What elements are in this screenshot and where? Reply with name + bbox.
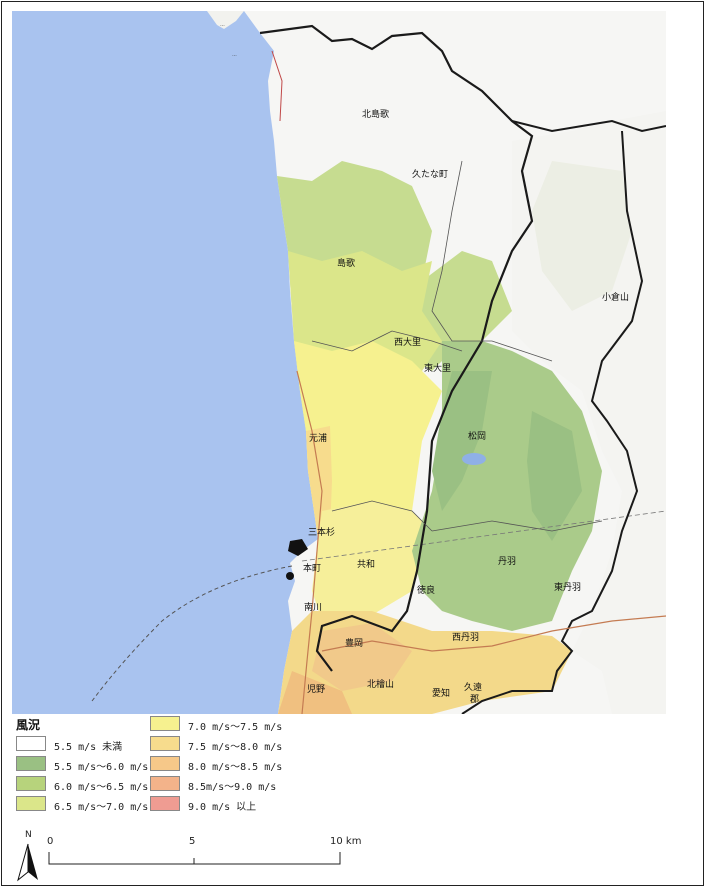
legend-label: 9.0 m/s 以上: [188, 802, 257, 813]
place-higashiozato: 東大里: [424, 364, 452, 374]
harbor-structure: [288, 539, 308, 556]
place-kita-shimauta: 北島歌: [362, 110, 390, 120]
legend-item: 7.5 m/s～8.0 m/s: [150, 736, 300, 753]
zone-east-hills: [532, 161, 632, 311]
legend-swatch: [150, 716, 180, 731]
boundary-east: [461, 130, 644, 714]
legend-swatch: [150, 756, 180, 771]
boundary-district-2: [331, 500, 433, 532]
route-line-east: [301, 510, 666, 562]
place-shojiyama: 小倉山: [602, 293, 630, 303]
coast-label-2: ···: [232, 53, 237, 59]
wind-map[interactable]: ··· ··· 北島歌 久たな町 島歌 小倉山 西大里 東大里 元浦 松岡 三本…: [12, 11, 666, 714]
place-motomachi: 本町: [303, 564, 322, 574]
legend-swatch: [150, 776, 180, 791]
legend-label: 8.0 m/s～8.5 m/s: [188, 762, 283, 773]
place-shimauta: 島歌: [337, 259, 356, 269]
scale-bar-graphic: [48, 852, 341, 865]
ferry-route: [91, 565, 293, 702]
north-label: N: [25, 830, 32, 840]
scale-tick-10: 10 km: [330, 836, 362, 847]
legend-label: 7.5 m/s～8.0 m/s: [188, 742, 283, 753]
place-higashi-niwa: 東丹羽: [554, 583, 582, 593]
place-kita-hiyama: 北檜山: [367, 680, 395, 690]
place-aichi: 愛知: [432, 689, 451, 699]
scale-tick-0: 0: [47, 836, 54, 847]
north-arrow-icon: [17, 843, 38, 882]
scale-tick-5: 5: [189, 836, 196, 847]
legend-label: 5.5 m/s～6.0 m/s: [54, 762, 149, 773]
east-road: [321, 615, 666, 652]
zone-darkgreen-patch-2: [527, 411, 582, 541]
boundary-district-4: [431, 160, 553, 362]
legend-swatch: [16, 756, 46, 771]
legend-item: 5.5 m/s～6.0 m/s: [16, 756, 166, 773]
zone-orange-southwest: [278, 671, 352, 714]
place-kono: 児野: [307, 685, 326, 695]
lake: [462, 453, 486, 465]
zone-orange-south: [312, 623, 412, 691]
legend-title: 風況: [16, 718, 41, 732]
legend-swatch: [16, 796, 46, 811]
place-gun: 郡: [470, 695, 480, 705]
zone-yellow-plain: [312, 501, 432, 621]
scale-bar: 0 5 10 km: [22, 820, 382, 880]
legend-label: 6.5 m/s～7.0 m/s: [54, 802, 149, 813]
legend-item: 6.5 m/s～7.0 m/s: [16, 796, 166, 813]
place-kutanacho: 久たな町: [412, 170, 449, 180]
legend-swatch: [150, 796, 180, 811]
legend-item: 8.5m/s～9.0 m/s: [150, 776, 300, 793]
legend-item: 7.0 m/s～7.5 m/s: [150, 716, 300, 733]
legend-item: 8.0 m/s～8.5 m/s: [150, 756, 300, 773]
legend-label: 5.5 m/s 未満: [54, 742, 123, 753]
legend-label: 8.5m/s～9.0 m/s: [188, 782, 277, 793]
place-kyowa: 共和: [357, 560, 376, 570]
legend-swatch: [16, 736, 46, 751]
place-motoura: 元浦: [309, 434, 328, 444]
legend-item: 6.0 m/s～6.5 m/s: [16, 776, 166, 793]
wind-map-canvas: [12, 11, 666, 714]
place-minamikawa: 南川: [304, 603, 323, 613]
coastal-road: [296, 370, 323, 714]
wind-legend: 風況 5.5 m/s 未満 5.5 m/s～6.0 m/s 6.0 m/s～6.…: [16, 716, 316, 836]
place-hogo: 豊岡: [345, 639, 364, 649]
boundary-northeast: [511, 119, 666, 133]
place-sanbonsugi: 三本杉: [308, 528, 336, 538]
legend-label: 7.0 m/s～7.5 m/s: [188, 722, 283, 733]
place-nishiozato: 西大里: [394, 338, 422, 348]
boundary-district-3: [431, 520, 603, 532]
place-niwa: 丹羽: [498, 557, 517, 567]
place-tokura: 徳良: [417, 586, 436, 596]
coast-label-1: ···: [220, 23, 225, 29]
boundary-main: [259, 24, 534, 672]
legend-swatch: [16, 776, 46, 791]
legend-item: 5.5 m/s 未満: [16, 736, 166, 753]
place-matsuoka: 松岡: [468, 432, 487, 442]
boundary-district-1: [311, 330, 463, 352]
legend-label: 6.0 m/s～6.5 m/s: [54, 782, 149, 793]
place-kushi: 久遠: [464, 683, 483, 693]
legend-swatch: [150, 736, 180, 751]
place-nishi-niwa: 西丹羽: [452, 633, 480, 643]
north-road: [271, 50, 283, 122]
legend-item: 9.0 m/s 以上: [150, 796, 300, 813]
northern-tip-land: [207, 11, 244, 29]
harbor-island: [286, 572, 294, 580]
